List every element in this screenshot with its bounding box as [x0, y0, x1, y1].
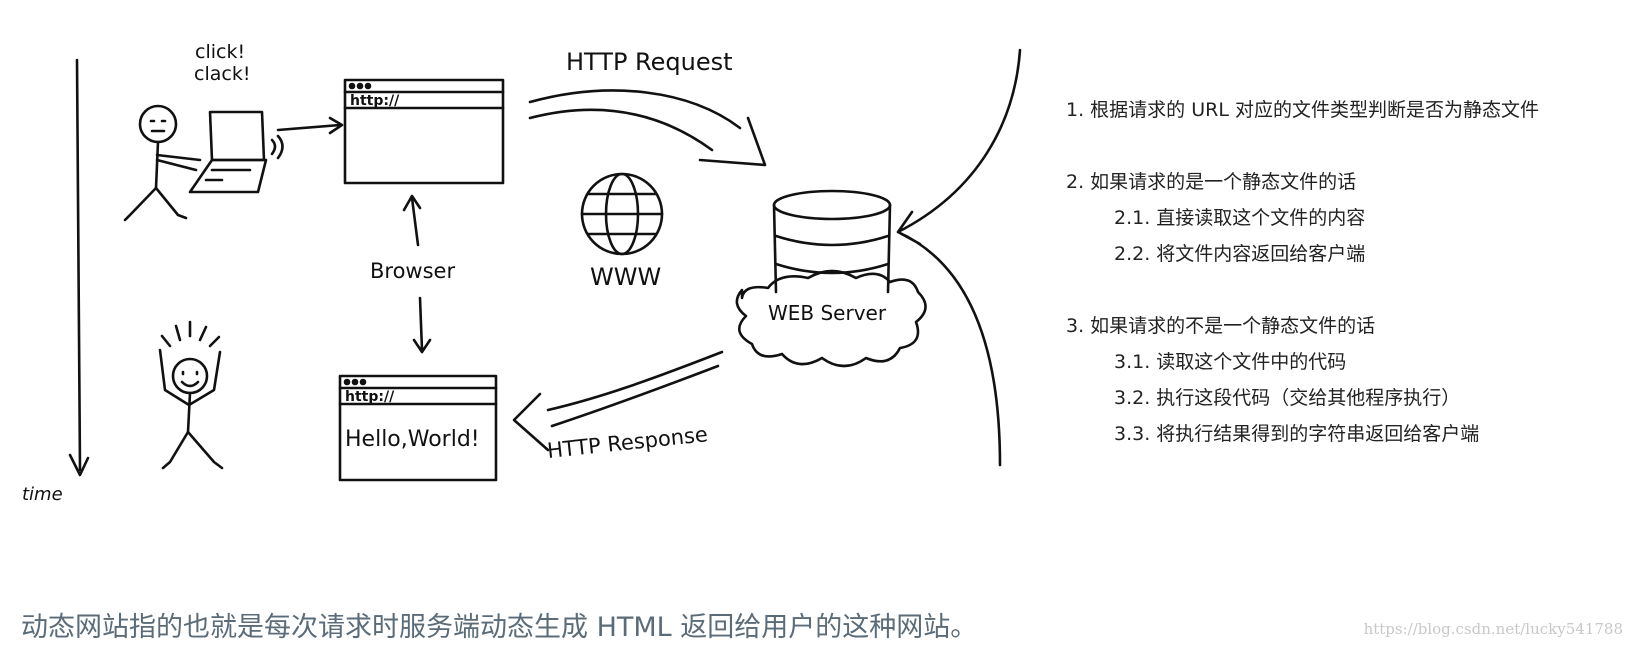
http-response-label: HTTP Response [546, 422, 709, 463]
browser-window-request: http:// [343, 78, 505, 185]
browser-label-group: Browser [370, 194, 455, 354]
laptop-to-browser-arrow [276, 116, 344, 135]
www-label: WWW [590, 263, 661, 291]
step-2-2: 2.2. 将文件内容返回给客户端 [1114, 243, 1366, 265]
time-label: time [22, 484, 63, 505]
web-request-sketch: time click! clack! http:// Browser HTTP … [22, 41, 1022, 505]
caption-text: 动态网站指的也就是每次请求时服务端动态生成 HTML 返回给用户的这种网站。 [21, 612, 978, 643]
step-3-2: 3.2. 执行这段代码（交给其他程序执行） [1114, 387, 1461, 409]
hello-world-text: Hello,World! [345, 427, 480, 452]
processing-steps: 1. 根据请求的 URL 对应的文件类型判断是否为静态文件 2. 如果请求的是一… [1066, 92, 1539, 452]
step-2-1: 2.1. 直接读取这个文件的内容 [1114, 207, 1366, 229]
globe-icon: WWW [580, 172, 664, 291]
user-at-laptop-figure: click! clack! [123, 41, 284, 222]
step-3-1: 3.1. 读取这个文件中的代码 [1114, 351, 1347, 373]
happy-user-figure [158, 320, 224, 470]
right-separator-curve [896, 48, 1022, 467]
step-3-3: 3.3. 将执行结果得到的字符串返回给客户端 [1114, 423, 1480, 445]
web-server-label: WEB Server [768, 301, 887, 325]
browser-window-response: http:// Hello,World! [338, 374, 498, 482]
browser-url-text: http:// [350, 93, 400, 109]
http-request-arrow: HTTP Request [528, 48, 767, 167]
click-text: click! [195, 41, 245, 63]
step-3: 3. 如果请求的不是一个静态文件的话 [1066, 315, 1376, 337]
time-axis: time [22, 58, 90, 505]
step-2: 2. 如果请求的是一个静态文件的话 [1066, 171, 1357, 193]
step-1: 1. 根据请求的 URL 对应的文件类型判断是否为静态文件 [1066, 99, 1539, 121]
browser-label: Browser [370, 259, 455, 283]
clack-text: clack! [194, 63, 250, 85]
http-response-arrow: HTTP Response [512, 350, 724, 463]
http-request-label: HTTP Request [566, 48, 733, 76]
web-server-icon: WEB Server [735, 189, 927, 368]
response-url-text: http:// [345, 389, 395, 405]
watermark-text: https://blog.csdn.net/lucky541788 [1363, 620, 1623, 638]
